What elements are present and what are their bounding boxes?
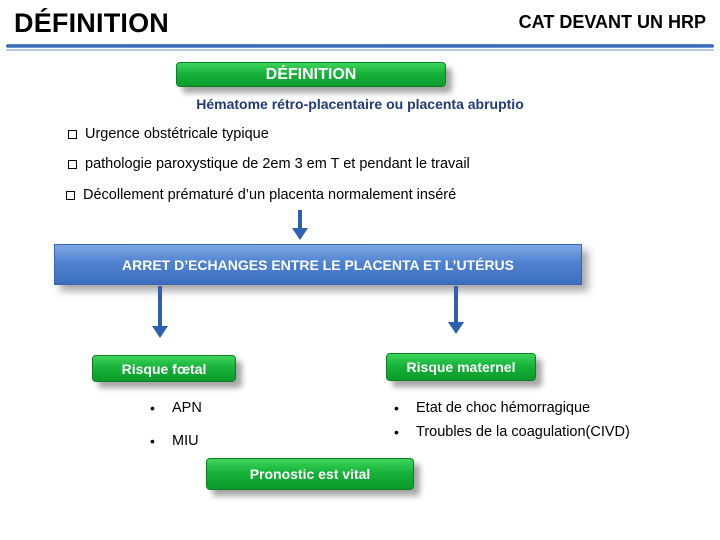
checkbox-bullet-icon	[66, 190, 75, 200]
center-box: ARRET D’ECHANGES ENTRE LE PLACENTA ET L’…	[54, 244, 582, 285]
right-branch-box: Risque maternel	[386, 353, 536, 381]
page-title: DÉFINITION	[14, 8, 169, 38]
left-branch-box: Risque fœtal	[92, 355, 236, 382]
center-box-label: ARRET D’ECHANGES ENTRE LE PLACENTA ET L’…	[121, 256, 515, 273]
arrow-down-icon	[292, 210, 308, 240]
page-subtitle-right: CAT DEVANT UN HRP	[518, 12, 706, 32]
checklist-item: Décollement prématuré d’un placenta norm…	[66, 187, 456, 203]
arrow-down-icon	[448, 286, 464, 334]
bullet-dot-icon: •	[150, 400, 155, 416]
bullet-dot-icon: •	[394, 424, 399, 440]
left-branch-label: Risque fœtal	[121, 360, 207, 377]
bullet-dot-icon: •	[150, 433, 155, 449]
checklist-item-text: Décollement prématuré d’un placenta norm…	[83, 187, 457, 203]
bottom-box-label: Pronostic est vital	[249, 466, 371, 482]
left-branch-item-text: APN	[172, 400, 202, 416]
right-branch-item: • Troubles de la coagulation(CIVD)	[394, 424, 630, 440]
definition-box: DÉFINITION	[176, 62, 446, 87]
header-rule	[6, 44, 714, 48]
definition-box-label: DÉFINITION	[265, 65, 357, 83]
checklist-item-text: pathologie paroxystique de 2em 3 em T et…	[85, 156, 470, 172]
bottom-box: Pronostic est vital	[206, 458, 414, 490]
bullet-dot-icon: •	[394, 400, 399, 416]
checklist-item: Urgence obstétricale typique	[68, 126, 269, 142]
left-branch-item: • APN	[150, 400, 202, 416]
left-branch-item-text: MIU	[172, 433, 199, 449]
checklist-item: pathologie paroxystique de 2em 3 em T et…	[68, 156, 470, 172]
right-branch-label: Risque maternel	[406, 359, 516, 375]
right-branch-item: • Etat de choc hémorragique	[394, 400, 590, 416]
right-branch-item-text: Etat de choc hémorragique	[416, 400, 591, 416]
checkbox-bullet-icon	[68, 129, 77, 139]
left-branch-item: • MIU	[150, 433, 199, 449]
checkbox-bullet-icon	[68, 159, 77, 169]
header-rule-secondary	[6, 49, 714, 51]
definition-subtitle: Hématome rétro-placentaire ou placenta a…	[196, 96, 524, 112]
arrow-down-icon	[152, 286, 168, 338]
checklist-item-text: Urgence obstétricale typique	[85, 126, 269, 142]
right-branch-item-text: Troubles de la coagulation(CIVD)	[416, 424, 630, 440]
